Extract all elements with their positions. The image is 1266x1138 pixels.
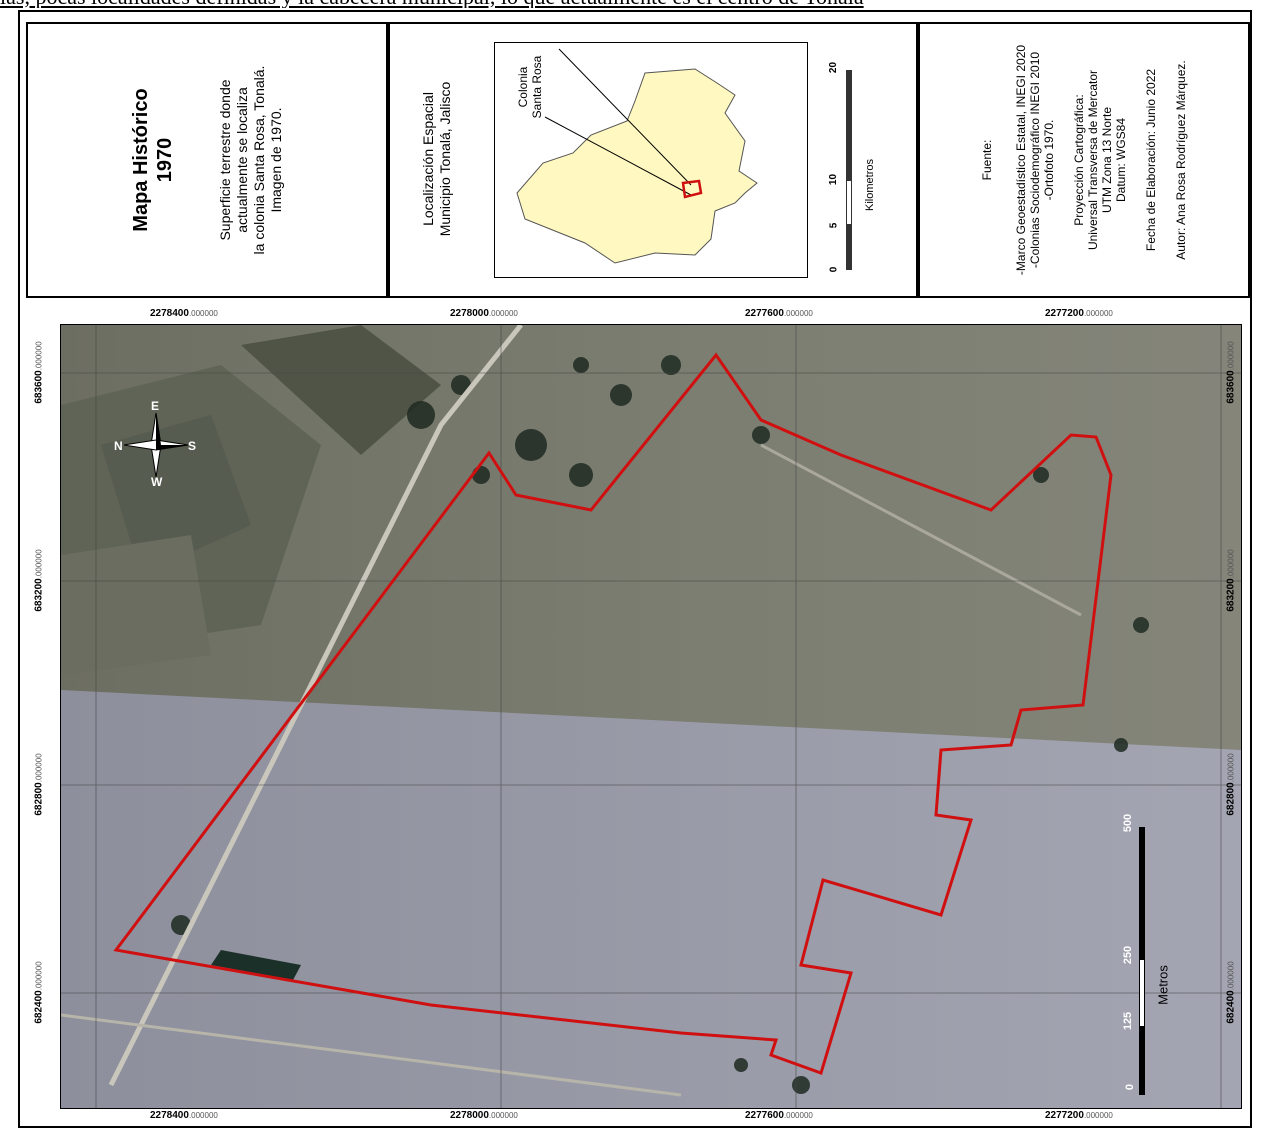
inset-label-line-1: Colonia [516,66,530,108]
source-block: Fuente: -Marco Geoestadístico Estatal, I… [980,30,1188,290]
northing-label-top: 2277200.000000 [1045,308,1113,319]
projection-line-4: Datum: WGS84 [1114,117,1128,203]
km-tick-label: 10 [828,173,840,186]
title-panel: Mapa Histórico 1970 Superficie terrestre… [26,22,388,298]
santa-rosa-boundary [113,352,1113,1075]
source-line-3: -Ortofoto 1970. [1042,119,1056,201]
m-tick-label: 500 [1122,813,1135,833]
source-panel: Fuente: -Marco Geoestadístico Estatal, I… [918,22,1250,298]
easting-label-left: 682800.000000 [33,753,45,816]
km-tick-label: 20 [828,61,840,74]
compass-w: W [151,475,163,489]
projection-line-2: Universal Transversa de Mercator [1086,69,1100,251]
map-title-line-2: 1970 [154,137,176,183]
cut-off-text-line: las, pocas localidades definidas y la ca… [0,0,1266,8]
easting-label-left: 682400.000000 [33,961,45,1024]
projection-label: Proyección Cartográfica: [1072,94,1086,226]
map-description: Superficie terrestre donde actualmente s… [217,30,285,290]
source-line-2: -Colonias Sociodemográfico INEGI 2010 [1028,51,1042,269]
projection-line-3: UTM Zona 13 Norte [1100,106,1114,214]
title-block: Mapa Histórico 1970 Superficie terrestre… [129,30,285,290]
compass-s: S [188,439,197,453]
aerial-map: E S W N 500 250 125 0 Metros [60,324,1242,1109]
km-tick-label: 5 [828,222,840,229]
easting-label-left: 683200.000000 [33,549,45,612]
easting-label-right: 682400.000000 [1225,961,1237,1024]
location-heading-line-2: Municipio Tonalá, Jalisco [437,81,453,237]
meters-scale-bar: 500 250 125 0 Metros [1122,814,1213,1100]
north-arrow: E S W N [114,399,197,489]
km-scale-bar-segment [846,70,852,180]
km-scale-bar: 20 10 5 0 Kilometros [814,40,910,284]
author: Autor: Ana Rosa Rodríguez Márquez. [1174,60,1188,260]
easting-label-right: 683600.000000 [1225,341,1237,404]
compass-e: E [151,399,160,413]
map-title: Mapa Histórico 1970 [129,30,177,290]
km-scale-unit: Kilometros [864,159,876,211]
m-scale-unit: Metros [1155,965,1171,1005]
km-scale-bar-segment [846,180,852,225]
m-scale-segment [1139,827,1145,959]
easting-label-right: 682800.000000 [1225,753,1237,816]
compass-rose-icon [123,412,189,478]
description-line-1: Superficie terrestre donde [217,79,233,241]
northing-label-bottom: 2278000.000000 [450,1110,518,1121]
elaboration-date: Fecha de Elaboración: Junio 2022 [1144,68,1158,252]
northing-label-top: 2278400.000000 [150,308,218,319]
northing-label-bottom: 2277200.000000 [1045,1110,1113,1121]
northing-label-bottom: 2278400.000000 [150,1110,218,1121]
description-line-4: Imagen de 1970. [268,107,284,213]
aerial-photo [61,325,1241,1108]
source-line-1: -Marco Geoestadístico Estatal, INEGI 202… [1014,44,1028,276]
northing-label-top: 2278000.000000 [450,308,518,319]
m-tick-label: 125 [1122,1011,1135,1031]
location-panel: Localización Espacial Municipio Tonalá, … [388,22,918,298]
easting-label-left: 683600.000000 [33,341,45,404]
description-line-3: la colonia Santa Rosa, Tonalá. [251,65,267,255]
km-scale-bar-segment [846,225,852,270]
description-line-2: actualmente se localiza [234,87,250,233]
municipality-outline [516,48,758,264]
source-label: Fuente: [980,139,994,181]
m-tick-label: 0 [1124,1083,1137,1091]
location-heading-line-1: Localización Espacial [420,92,436,226]
compass-n: N [114,439,123,453]
inset-map: Colonia Santa Rosa [494,42,808,278]
m-scale-segment [1139,959,1145,1027]
inset-label: Colonia Santa Rosa [509,47,551,127]
km-tick-label: 0 [828,266,840,273]
map-title-line-1: Mapa Histórico [130,88,152,232]
m-scale-segment [1139,1027,1145,1095]
map-frame: Mapa Histórico 1970 Superficie terrestre… [18,10,1252,1128]
easting-label-right: 683200.000000 [1225,549,1237,612]
location-heading: Localización Espacial Municipio Tonalá, … [400,34,474,284]
northing-label-top: 2277600.000000 [745,308,813,319]
m-tick-label: 250 [1122,945,1135,965]
inset-label-line-2: Santa Rosa [530,55,544,119]
northing-label-bottom: 2277600.000000 [745,1110,813,1121]
